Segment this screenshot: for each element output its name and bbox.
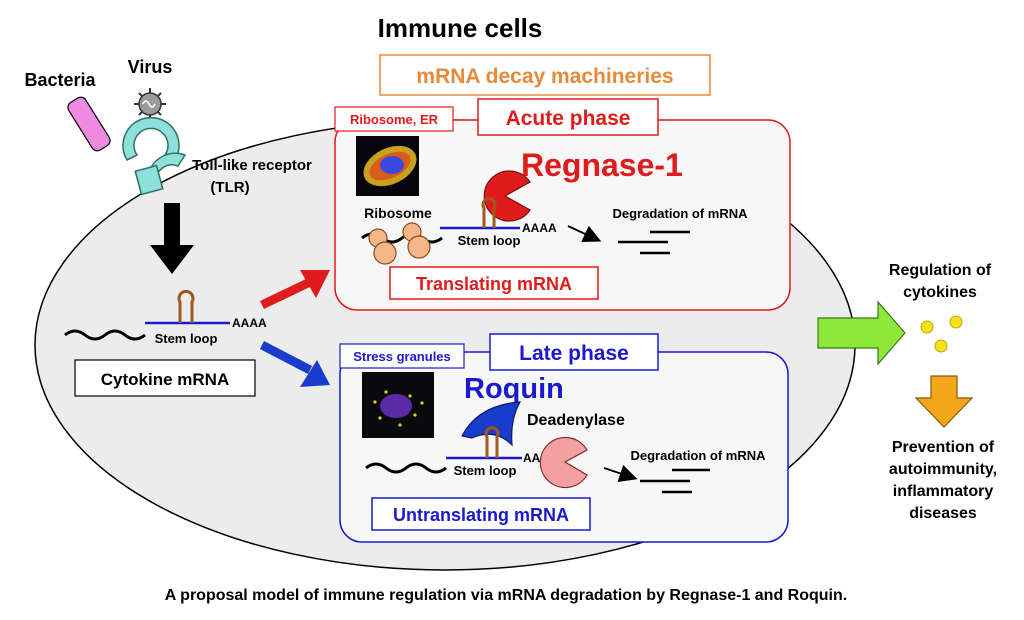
acute-path-arrow: [260, 270, 330, 310]
late-tag-box: [339, 343, 465, 369]
roquin-label: Roquin: [464, 373, 564, 405]
acute-mrna-fragments: [618, 230, 690, 255]
bacteria-icon: [67, 96, 111, 152]
cytokine-mrna-strand: [64, 289, 230, 341]
late-phase-label: Late phase: [519, 342, 629, 365]
translating-mrna-box: [389, 266, 599, 300]
virus-icon: [134, 88, 166, 120]
regulation-label-line1: Regulation of: [889, 262, 992, 279]
cytokine-mrna-label: Cytokine mRNA: [101, 370, 229, 389]
untranslating-mrna-label: Untranslating mRNA: [393, 505, 569, 525]
acute-tag-box: [334, 106, 454, 132]
tlr-label-line2: (TLR): [210, 179, 249, 196]
cytokine-stem-loop-label: Stem loop: [155, 331, 218, 346]
cytokine-mrna-box: [74, 359, 256, 397]
acute-poly-a: AAAA: [522, 221, 557, 235]
translating-mrna-label: Translating mRNA: [416, 274, 572, 294]
late-path-arrow: [259, 341, 330, 387]
untranslating-mrna-box: [371, 497, 591, 531]
header-box: [379, 54, 711, 96]
acute-phase-box: [477, 98, 659, 136]
figure-caption: A proposal model of immune regulation vi…: [165, 587, 847, 604]
prevention-label-line3: inflammatory: [893, 483, 994, 500]
late-cell-micrograph: [362, 372, 434, 438]
ribosome-label: Ribosome: [364, 205, 432, 221]
late-phase-box: [489, 333, 659, 371]
prevention-label-line1: Prevention of: [892, 439, 995, 456]
regnase-1-label: Regnase-1: [521, 147, 683, 183]
prevention-label-line2: autoimmunity,: [889, 461, 997, 478]
tlr-label-line1: Toll-like receptor: [192, 157, 312, 174]
acute-cell-micrograph: [356, 136, 419, 196]
regulation-label-line2: cytokines: [903, 284, 977, 301]
late-degradation-arrow: [603, 464, 638, 482]
cytokine-poly-a: AAAA: [232, 316, 267, 330]
late-stem-loop-label: Stem loop: [454, 463, 517, 478]
header-box-label: mRNA decay machineries: [416, 65, 673, 88]
acute-degradation-arrow: [567, 225, 602, 243]
prevention-arrow: [914, 375, 974, 428]
deadenylase-label: Deadenylase: [527, 412, 625, 429]
virus-label: Virus: [128, 57, 173, 77]
acute-tag: Ribosome, ER: [350, 112, 439, 127]
deadenylase-icon: [539, 436, 588, 489]
regulation-arrow: [817, 300, 906, 366]
roquin-icon: [461, 401, 522, 447]
prevention-label-line4: diseases: [909, 505, 977, 522]
diagram-title: Immune cells: [378, 13, 543, 43]
tlr-icon: [122, 116, 187, 196]
ribosome-icons: [368, 222, 431, 265]
acute-degradation-label: Degradation of mRNA: [612, 206, 748, 221]
regnase-1-icon: [483, 170, 531, 222]
signal-arrow-down: [150, 203, 194, 274]
late-degradation-label: Degradation of mRNA: [630, 448, 766, 463]
acute-stem-loop-label: Stem loop: [458, 233, 521, 248]
late-mrna-fragments: [640, 468, 710, 494]
late-tag: Stress granules: [353, 349, 451, 364]
bacteria-label: Bacteria: [24, 70, 96, 90]
cytokine-dots: [920, 315, 963, 353]
late-mrna-strand: [365, 426, 522, 474]
acute-phase-label: Acute phase: [506, 107, 631, 130]
